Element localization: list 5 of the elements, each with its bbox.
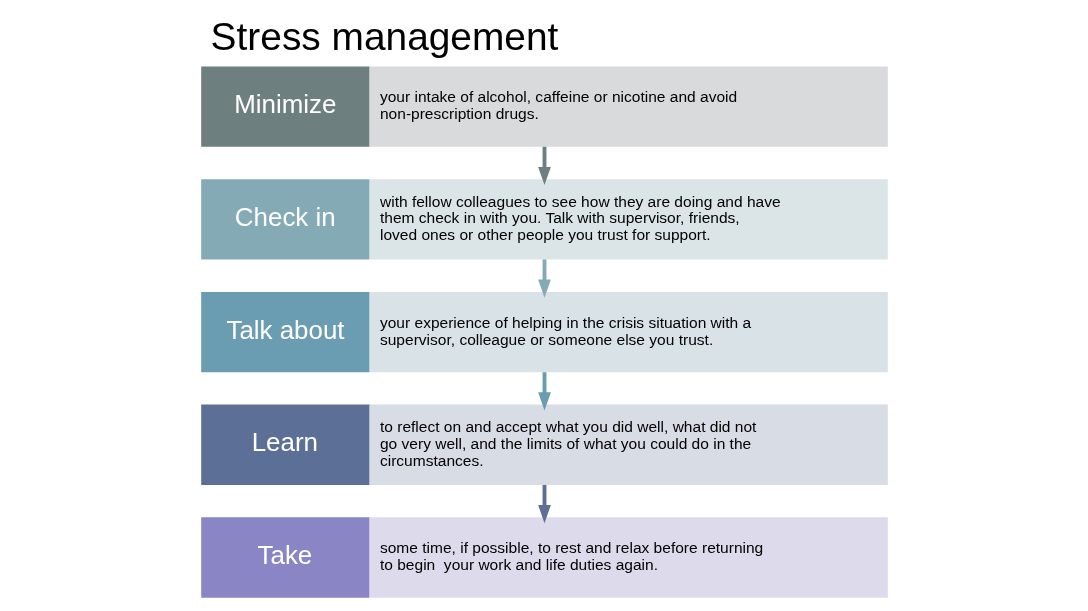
arrow <box>537 372 551 411</box>
arrow <box>537 484 551 524</box>
diagram-title: Stress management <box>210 14 558 58</box>
arrow <box>537 146 551 186</box>
arrow <box>537 259 551 298</box>
